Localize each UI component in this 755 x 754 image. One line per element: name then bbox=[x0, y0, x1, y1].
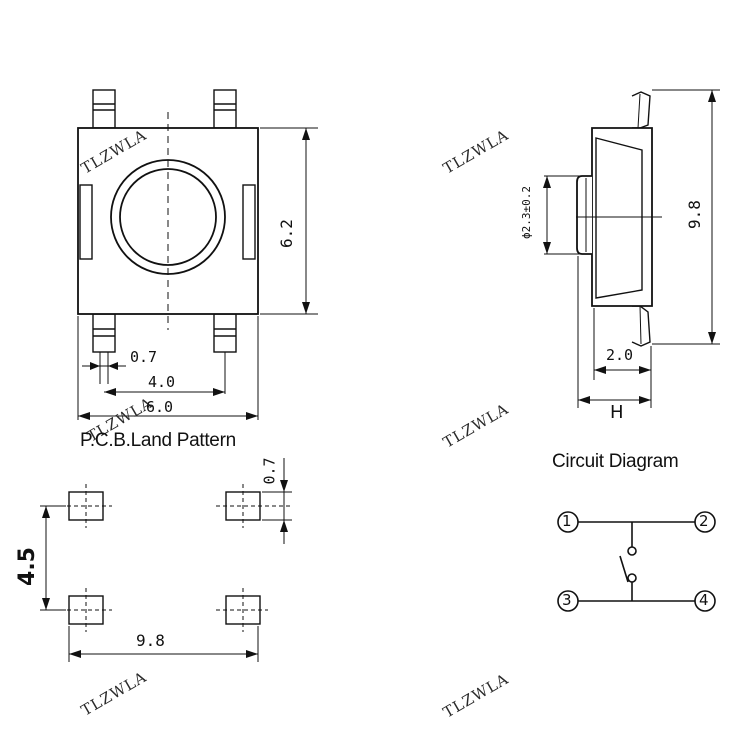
pin-1-label: 1 bbox=[562, 512, 572, 530]
dim-total-height: 9.8 bbox=[684, 200, 704, 229]
pin-3-label: 3 bbox=[562, 591, 572, 609]
pin-2-label: 2 bbox=[699, 512, 709, 530]
pin-4-label: 4 bbox=[699, 591, 709, 609]
side-view bbox=[543, 89, 720, 408]
dim-base-width: 2.0 bbox=[606, 346, 634, 364]
side-slot-right bbox=[242, 184, 256, 260]
circuit-diagram-heading: Circuit Diagram bbox=[552, 451, 679, 472]
lead-top bbox=[631, 91, 651, 129]
dim-land-width: 9.8 bbox=[136, 631, 165, 650]
top-view bbox=[77, 89, 318, 420]
dim-inner-width: 4.0 bbox=[148, 373, 176, 391]
dim-h: H bbox=[610, 402, 624, 423]
pin-top-left bbox=[92, 89, 116, 129]
dim-body-height: 6.2 bbox=[276, 219, 296, 248]
dim-land-pad: 0.7 bbox=[260, 457, 279, 485]
button-inner-ring bbox=[119, 168, 217, 266]
pin-bottom-left bbox=[92, 313, 116, 353]
dim-body-width: 6.0 bbox=[146, 398, 174, 416]
switch-contact-bottom bbox=[627, 573, 637, 583]
dim-plunger-diameter: ϕ2.3±0.2 bbox=[519, 186, 533, 239]
land-pattern-heading: P.C.B.Land Pattern bbox=[80, 430, 236, 451]
dim-pad-width: 0.7 bbox=[130, 348, 158, 366]
plunger bbox=[576, 175, 592, 255]
land-pattern bbox=[40, 458, 292, 662]
circuit-diagram bbox=[557, 511, 716, 612]
pin-bottom-right bbox=[213, 313, 237, 353]
side-slot-left bbox=[79, 184, 93, 260]
switch-contact-top bbox=[627, 546, 637, 556]
pin-top-right bbox=[213, 89, 237, 129]
switch-lever bbox=[619, 555, 629, 583]
dim-land-height: 4.5 bbox=[14, 547, 40, 586]
